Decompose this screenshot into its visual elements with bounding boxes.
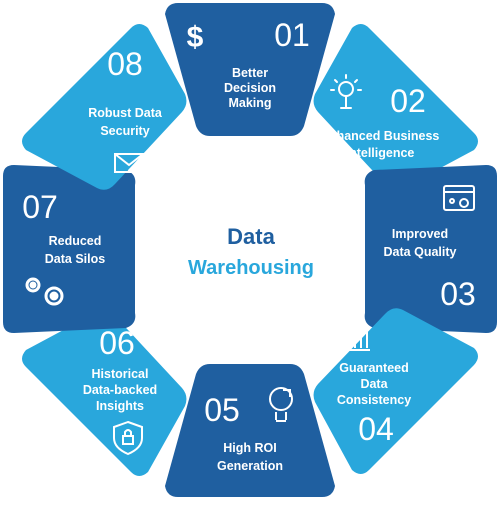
segment-08-number: 08 xyxy=(107,46,143,82)
center-title-line-2: Warehousing xyxy=(188,257,314,279)
segment-01-shape xyxy=(165,3,335,136)
dollar-icon: $ xyxy=(187,21,204,54)
segment-06-shape xyxy=(22,310,187,476)
segment-02-label-line-1: Enhanced Business xyxy=(321,129,440,143)
segment-04-shape xyxy=(313,308,478,474)
segment-01-label-line-1: Better xyxy=(232,66,268,80)
segment-07-label-line-1: Reduced xyxy=(49,234,102,248)
center-title-line-1: Data xyxy=(227,224,275,249)
segment-02-number: 02 xyxy=(390,83,426,119)
segment-07: 07 Reduced Data Silos xyxy=(3,165,136,333)
segment-01-label-line-2: Decision xyxy=(224,81,276,95)
lightbulb-puzzle-icon xyxy=(269,387,293,422)
segment-02: 02 Enhanced Business Intelligence xyxy=(313,24,478,190)
segment-05-label-line-1: High ROI xyxy=(223,441,276,455)
segment-02-label-line-2: Intelligence xyxy=(346,146,415,160)
segment-04-label-line-2: Data xyxy=(360,377,388,391)
segment-07-label-line-2: Data Silos xyxy=(45,252,105,266)
segment-01-label-line-3: Making xyxy=(228,96,271,110)
segment-01: 01 Better Decision Making $ xyxy=(165,3,335,136)
segment-03: 03 Improved Data Quality xyxy=(364,165,497,333)
segment-06-label-line-1: Historical xyxy=(92,367,149,381)
segment-04: 04 Guaranteed Data Consistency xyxy=(313,308,478,474)
bar-chart-icon xyxy=(342,328,370,351)
segment-04-label-line-1: Guaranteed xyxy=(339,361,408,375)
segment-08-label-line-1: Robust Data xyxy=(88,106,163,120)
browser-settings-icon xyxy=(443,185,475,211)
segment-06-label-line-2: Data-backed xyxy=(83,383,157,397)
segment-08-label-line-2: Security xyxy=(100,124,149,138)
segment-05-shape xyxy=(165,364,335,497)
gears-icon xyxy=(25,277,64,306)
lightbulb-idea-icon xyxy=(330,74,362,109)
envelope-icon xyxy=(114,153,144,173)
segment-06-label-line-3: Insights xyxy=(96,399,144,413)
segment-03-number: 03 xyxy=(440,276,476,312)
segment-05-number: 05 xyxy=(204,392,240,428)
segment-05: 05 High ROI Generation xyxy=(165,364,335,497)
segment-04-label-line-3: Consistency xyxy=(337,393,411,407)
segment-06: 06 Historical Data-backed Insights xyxy=(22,310,187,476)
segment-04-number: 04 xyxy=(358,411,394,447)
segment-02-shape xyxy=(313,24,478,190)
segment-03-label-line-2: Data Quality xyxy=(384,245,457,259)
segment-01-number: 01 xyxy=(274,17,310,53)
segment-08-shape xyxy=(22,24,187,190)
segment-05-label-line-2: Generation xyxy=(217,459,283,473)
shield-lock-icon xyxy=(113,420,143,456)
segment-07-number: 07 xyxy=(22,189,58,225)
segment-06-number: 06 xyxy=(99,325,135,361)
segment-08: 08 Robust Data Security xyxy=(22,24,187,190)
segment-03-label-line-1: Improved xyxy=(392,227,448,241)
